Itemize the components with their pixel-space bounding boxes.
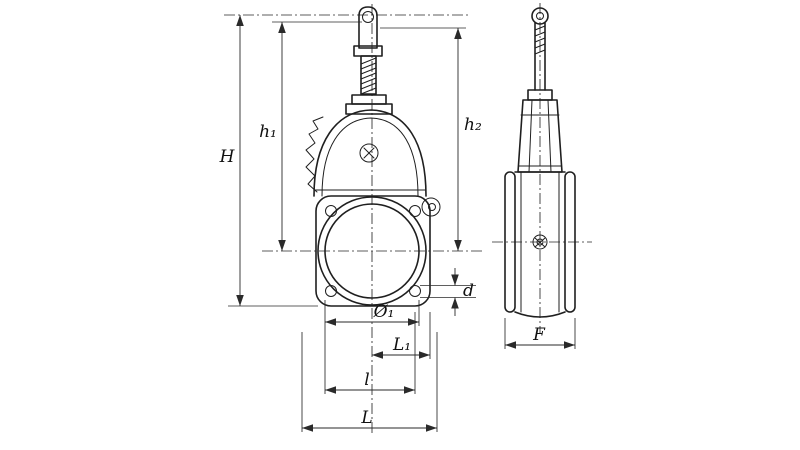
dim-label-F: F xyxy=(532,325,546,345)
side-view xyxy=(504,7,576,318)
dim-label-d: d xyxy=(463,281,474,301)
right-flange xyxy=(564,171,576,313)
serrated-edge xyxy=(305,116,324,193)
bonnet-boss xyxy=(359,143,379,163)
threaded-stem xyxy=(360,55,377,95)
center-boss xyxy=(532,234,548,250)
dim-label-h2: h₂ xyxy=(464,115,482,135)
dim-label-L1: L₁ xyxy=(392,335,411,355)
side-body xyxy=(504,171,576,318)
centerlines xyxy=(224,3,592,436)
dimension-lines xyxy=(236,14,575,432)
side-stem xyxy=(527,7,553,101)
clevis-eye xyxy=(353,6,383,57)
bonnet-dome xyxy=(305,109,427,197)
front-view xyxy=(305,6,441,307)
dim-label-l: l xyxy=(364,370,369,390)
dim-label-L: L xyxy=(360,408,372,428)
dim-label-dia1: Ø₁ xyxy=(373,302,395,322)
packing-gland xyxy=(345,94,393,115)
dim-label-h1: h₁ xyxy=(259,122,277,142)
left-flange xyxy=(504,171,516,313)
extension-lines xyxy=(228,21,576,432)
dimension-labels: H h₁ h₂ d Ø₁ L₁ l L F xyxy=(219,115,547,428)
side-lug xyxy=(421,197,441,217)
bore-circles xyxy=(317,196,427,306)
dim-label-H: H xyxy=(219,147,236,167)
